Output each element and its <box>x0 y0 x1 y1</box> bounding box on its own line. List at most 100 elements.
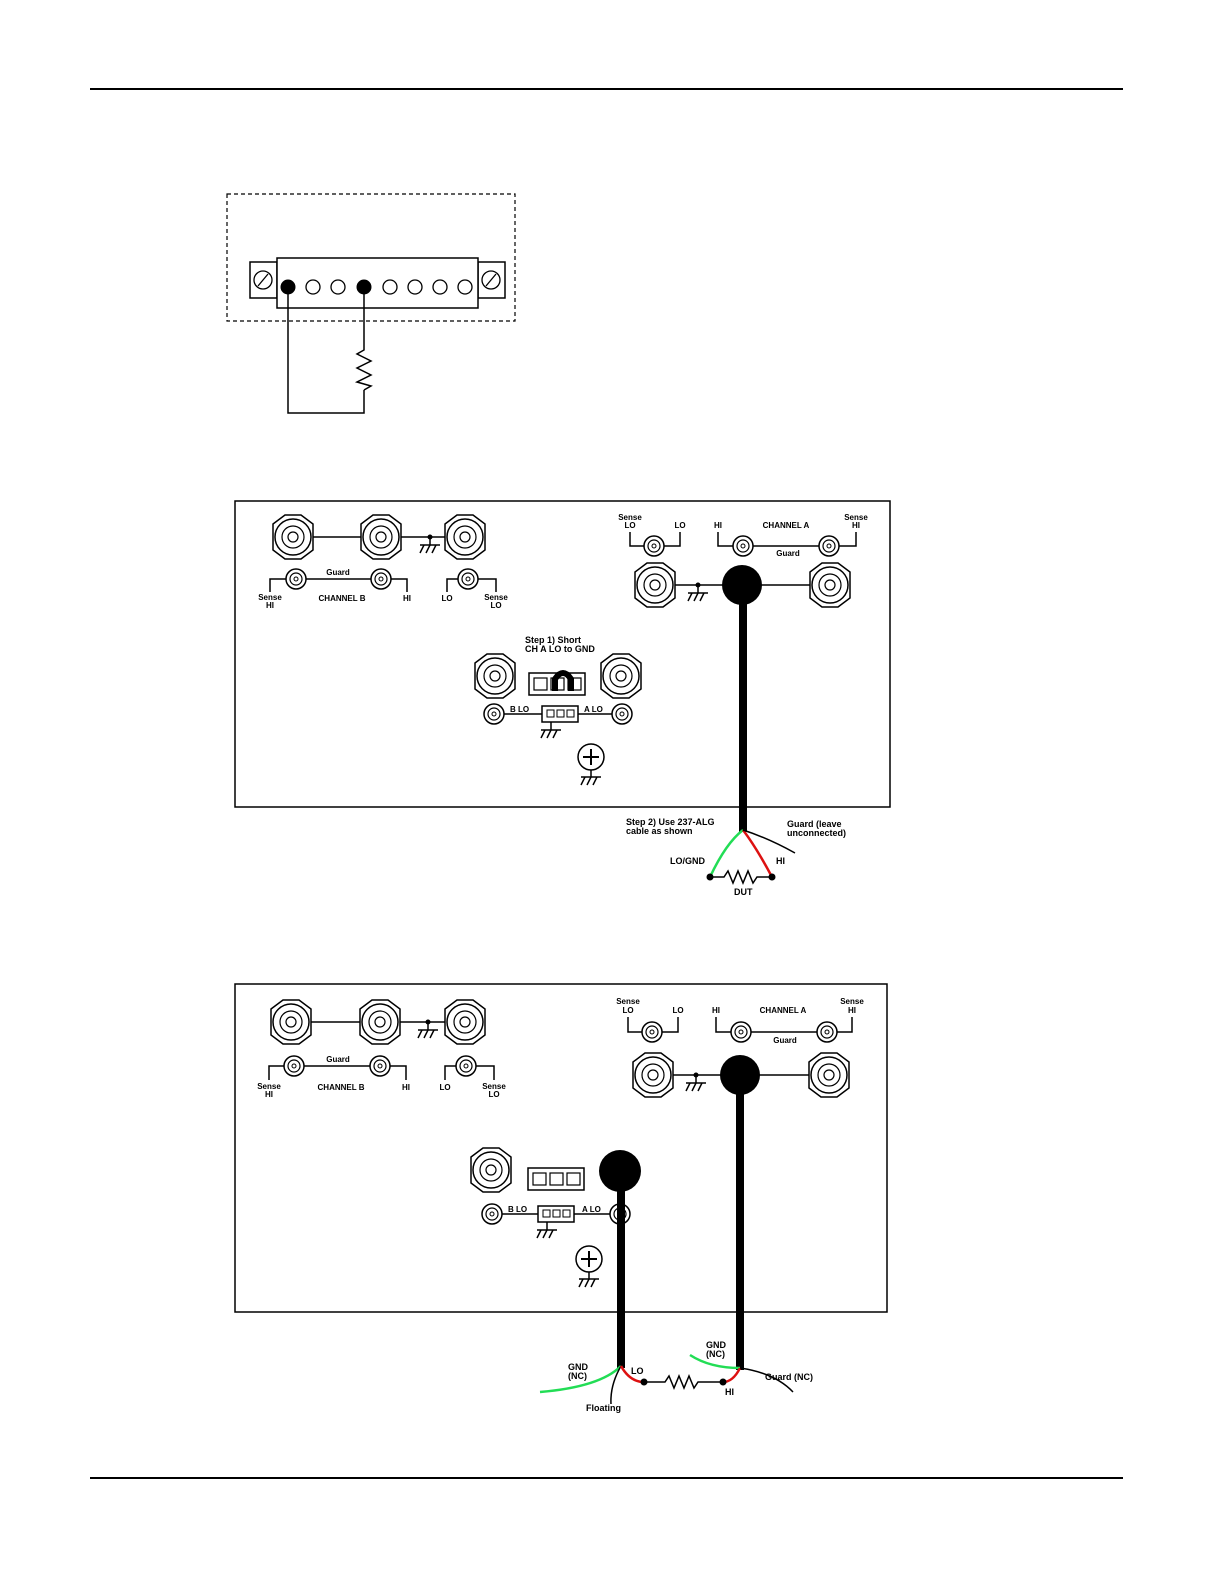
svg-text:Sense: Sense <box>840 997 864 1006</box>
svg-text:LO: LO <box>674 521 685 530</box>
bnc-connector-icon <box>808 1052 850 1098</box>
triax-connector-icon <box>818 535 840 557</box>
dut-label: DUT <box>734 887 753 897</box>
svg-text:B LO: B LO <box>508 1205 527 1214</box>
svg-text:Sense: Sense <box>618 513 642 522</box>
triax-connector-icon <box>643 535 665 557</box>
jumper-icon <box>552 670 574 691</box>
dut-resistor-icon <box>710 869 772 885</box>
ch-a-title: CHANNEL A <box>760 1006 807 1015</box>
hi-label: HI <box>776 856 785 866</box>
footer-rule <box>90 1477 1123 1479</box>
svg-text:LO: LO <box>622 1006 633 1015</box>
bnc-connector-icon <box>474 653 516 699</box>
fig3-rear-panel: Guard Sense HI CHANNEL B HI LO Sense LO … <box>234 983 888 1405</box>
svg-text:GND: GND <box>706 1340 727 1350</box>
svg-text:CH A LO to GND: CH A LO to GND <box>525 644 595 654</box>
triax-connector-icon <box>483 703 505 725</box>
svg-text:Sense: Sense <box>616 997 640 1006</box>
bnc-connector-icon <box>470 1147 512 1193</box>
svg-text:(NC): (NC) <box>706 1349 725 1359</box>
triax-connector-icon <box>283 1055 305 1077</box>
triax-connector-icon <box>369 1055 391 1077</box>
header-rule <box>90 88 1123 90</box>
ch-b-title: CHANNEL B <box>319 594 366 603</box>
hi-wire <box>742 829 774 878</box>
floating-label: Floating <box>586 1403 621 1413</box>
svg-text:LO: LO <box>439 1083 450 1092</box>
svg-text:HI: HI <box>714 521 722 530</box>
triax-connector-icon <box>457 568 479 590</box>
lo-wire <box>708 829 744 878</box>
svg-text:HI: HI <box>403 594 411 603</box>
gnd-wire-left <box>539 1365 622 1394</box>
triax-connector-icon <box>641 1021 663 1043</box>
svg-text:Sense: Sense <box>258 593 282 602</box>
guard-wire <box>739 1367 794 1393</box>
ground-terminal-icon <box>541 705 579 723</box>
bnc-connector-icon <box>809 562 851 608</box>
triax-connector-icon <box>816 1021 838 1043</box>
svg-text:LO: LO <box>672 1006 683 1015</box>
bnc-connector-icon <box>444 514 486 560</box>
guard-nc-label: Guard (NC) <box>765 1372 813 1382</box>
svg-text:HI: HI <box>848 1006 856 1015</box>
ch-a-title: CHANNEL A <box>763 521 810 530</box>
cable-plug-icon <box>599 1150 641 1192</box>
svg-text:A LO: A LO <box>584 705 603 714</box>
bnc-connector-icon <box>444 999 486 1045</box>
step1-text: Step 1) Short <box>525 635 581 645</box>
svg-text:(NC): (NC) <box>568 1371 587 1381</box>
svg-text:cable as shown: cable as shown <box>626 826 693 836</box>
svg-text:HI: HI <box>266 601 274 610</box>
bnc-connector-icon <box>600 653 642 699</box>
guard-note: Guard (leave <box>787 819 842 829</box>
terminal-block-icon <box>527 1167 585 1191</box>
svg-text:B LO: B LO <box>510 705 529 714</box>
bnc-connector-icon <box>270 999 312 1045</box>
triax-connector-icon <box>285 568 307 590</box>
triax-connector-icon <box>481 1203 503 1225</box>
bnc-connector-icon <box>272 514 314 560</box>
svg-text:Sense: Sense <box>482 1082 506 1091</box>
floating-wire <box>610 1365 622 1405</box>
ch-b-guard-label: Guard <box>326 1055 350 1064</box>
bnc-connector-icon <box>634 562 676 608</box>
ch-a-guard-label: Guard <box>776 549 800 558</box>
svg-text:LO: LO <box>488 1090 499 1099</box>
step2-text: Step 2) Use 237-ALG <box>626 817 715 827</box>
dut-resistor-icon <box>644 1374 723 1390</box>
ch-b-title: CHANNEL B <box>318 1083 365 1092</box>
triax-connector-icon <box>455 1055 477 1077</box>
svg-text:HI: HI <box>265 1090 273 1099</box>
ground-terminal-icon <box>537 1205 575 1223</box>
svg-text:Sense: Sense <box>844 513 868 522</box>
lo-gnd-label: LO/GND <box>670 856 705 866</box>
bnc-connector-icon <box>632 1052 674 1098</box>
svg-text:Sense: Sense <box>257 1082 281 1091</box>
fig2-rear-panel: Guard Sense HI CHANNEL B HI LO Sense LO … <box>234 500 891 885</box>
bnc-connector-icon <box>359 999 401 1045</box>
cable-plug-icon <box>720 1055 760 1095</box>
cable-plug-icon <box>722 565 762 605</box>
guard-wire <box>742 829 796 854</box>
bnc-connector-icon <box>360 514 402 560</box>
svg-text:LO: LO <box>624 521 635 530</box>
lo-label: LO <box>631 1366 644 1376</box>
svg-text:LO: LO <box>441 594 452 603</box>
ch-b-guard-label: Guard <box>326 568 350 577</box>
svg-text:A LO: A LO <box>582 1205 601 1214</box>
svg-text:HI: HI <box>852 521 860 530</box>
svg-text:HI: HI <box>402 1083 410 1092</box>
gnd-wire-right <box>689 1353 741 1370</box>
triax-connector-icon <box>370 568 392 590</box>
triax-connector-icon <box>732 535 754 557</box>
triax-connector-icon <box>611 703 633 725</box>
fig1-terminal-diagram <box>226 193 516 414</box>
svg-text:GND: GND <box>568 1362 589 1372</box>
svg-text:Sense: Sense <box>484 593 508 602</box>
hi-label: HI <box>725 1387 734 1397</box>
resistor-icon <box>354 287 373 391</box>
ch-a-guard-label: Guard <box>773 1036 797 1045</box>
